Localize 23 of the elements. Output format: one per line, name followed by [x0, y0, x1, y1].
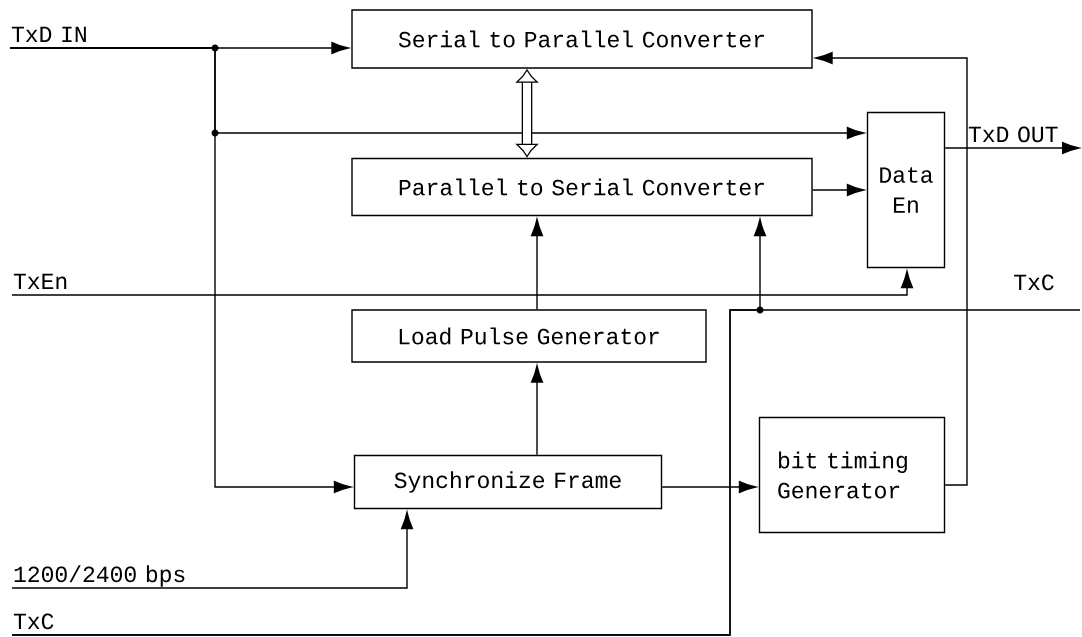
arrow: [661, 480, 757, 494]
double-arrow: [516, 69, 538, 158]
block-box: Serial to Parallel Converter: [351, 9, 813, 69]
signal-label: TxC: [13, 613, 54, 630]
arrow: [944, 141, 1080, 155]
arrow: [530, 218, 544, 310]
line: [11, 309, 1081, 636]
arrow: [9, 47, 352, 494]
block-box: Load Pulse Generator: [351, 309, 707, 363]
signal-label: TxD OUT: [968, 126, 1058, 143]
block-box: Data En: [866, 111, 946, 269]
block-box: Synchronize Frame: [353, 454, 663, 510]
block-box: bit timing Generator: [758, 416, 946, 534]
arrow: [11, 270, 914, 296]
signal-label: TxC: [1014, 274, 1054, 291]
signal-label: 1200/2400 bps: [14, 565, 185, 587]
block-box: Parallel to Serial Converter: [351, 157, 813, 217]
signal-label: TxD IN: [11, 26, 86, 42]
arrow: [11, 511, 414, 589]
arrow: [530, 365, 544, 456]
arrow: [815, 51, 968, 486]
signal-label: TxEn: [13, 273, 67, 289]
arrow: [812, 183, 865, 197]
